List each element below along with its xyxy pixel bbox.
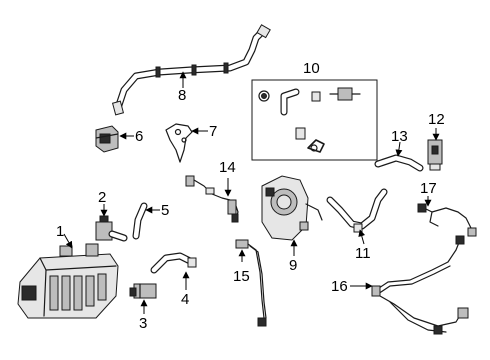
part-17-harness[interactable] bbox=[417, 203, 477, 237]
callout-14: 14 bbox=[219, 159, 236, 197]
part-16-vapor-line[interactable] bbox=[371, 235, 469, 335]
callout-14-label: 14 bbox=[219, 159, 236, 176]
callout-1: 1 bbox=[56, 223, 73, 249]
callout-17: 17 bbox=[420, 180, 437, 207]
callout-17-label: 17 bbox=[420, 180, 437, 197]
part-4-hose[interactable] bbox=[150, 252, 197, 274]
callout-13-label: 13 bbox=[391, 128, 408, 145]
callout-5: 5 bbox=[145, 202, 169, 219]
callout-4-label: 4 bbox=[181, 291, 189, 308]
callout-10: 10 bbox=[303, 60, 320, 77]
callout-1-label: 1 bbox=[56, 223, 64, 240]
callout-15-label: 15 bbox=[233, 268, 250, 285]
callout-12-label: 12 bbox=[428, 111, 445, 128]
callout-10-label: 10 bbox=[303, 60, 320, 77]
callout-3: 3 bbox=[139, 299, 148, 332]
callout-6-label: 6 bbox=[135, 128, 143, 145]
callout-2-label: 2 bbox=[98, 189, 106, 206]
part-1-charcoal-canister[interactable] bbox=[17, 243, 119, 319]
part-3-sensor[interactable] bbox=[129, 283, 157, 299]
part-14-sensor-wire[interactable] bbox=[185, 175, 239, 223]
callout-11: 11 bbox=[355, 229, 371, 262]
callout-11-label: 11 bbox=[355, 245, 371, 262]
part-15-pipe[interactable] bbox=[235, 239, 267, 327]
callout-15: 15 bbox=[233, 249, 250, 285]
callout-2: 2 bbox=[98, 189, 108, 217]
part-2-purge-valve[interactable] bbox=[95, 215, 128, 242]
part-9-pump[interactable] bbox=[261, 175, 323, 241]
callout-6: 6 bbox=[119, 128, 143, 145]
callout-12: 12 bbox=[428, 111, 445, 141]
callout-5-label: 5 bbox=[161, 202, 169, 219]
part-10-kit-box[interactable] bbox=[251, 79, 378, 161]
callout-4: 4 bbox=[181, 271, 190, 308]
callout-9: 9 bbox=[289, 239, 298, 274]
part-6-bracket[interactable] bbox=[95, 125, 119, 153]
part-13-hose[interactable] bbox=[374, 154, 424, 172]
callout-8-label: 8 bbox=[178, 87, 186, 104]
part-11-hose[interactable] bbox=[326, 188, 388, 233]
part-5-hose[interactable] bbox=[132, 202, 148, 240]
callout-16: 16 bbox=[331, 278, 373, 295]
callout-8: 8 bbox=[178, 71, 187, 104]
callout-7: 7 bbox=[191, 123, 217, 140]
part-8-vapor-hose[interactable] bbox=[111, 24, 271, 116]
part-12-solenoid[interactable] bbox=[427, 139, 443, 171]
callout-16-label: 16 bbox=[331, 278, 348, 295]
callout-3-label: 3 bbox=[139, 315, 147, 332]
part-7-mount-bracket[interactable] bbox=[165, 123, 193, 163]
callout-9-label: 9 bbox=[289, 257, 297, 274]
callout-7-label: 7 bbox=[209, 123, 217, 140]
callout-13: 13 bbox=[391, 128, 408, 157]
